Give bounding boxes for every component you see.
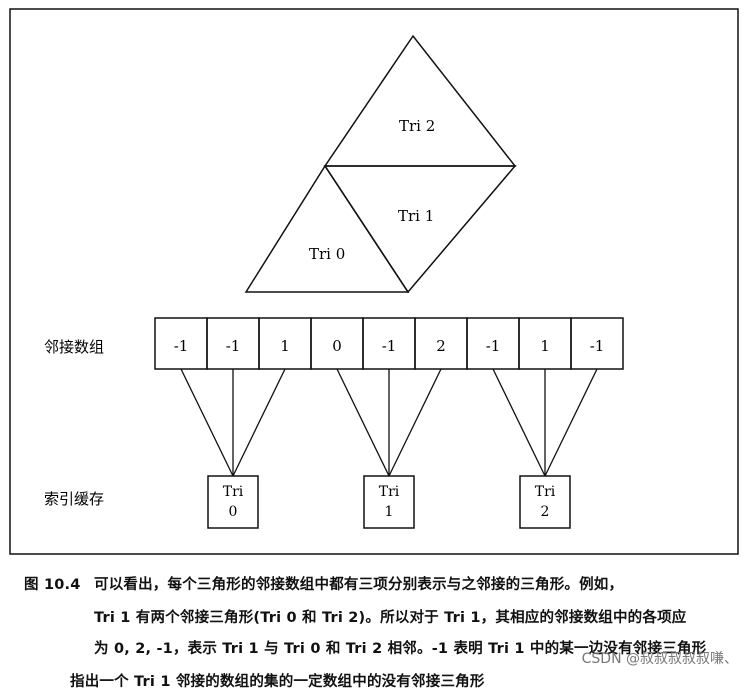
triangle-tri-1 — [323, 165, 517, 294]
index-buffer — [207, 475, 571, 529]
index-box-2 — [519, 475, 571, 529]
index-box-text: 0 — [229, 504, 238, 520]
figure-caption-label: 图 10.4 — [24, 577, 81, 593]
index-box-text: Tri — [223, 484, 244, 500]
index-box-text: Tri — [379, 484, 400, 500]
adjacency-value: 1 — [280, 337, 290, 355]
adjacency-value: 2 — [436, 337, 446, 355]
triangle-label-tri-2: Tri 2 — [399, 117, 435, 135]
adjacency-value: -1 — [174, 337, 189, 355]
adjacency-value: -1 — [486, 337, 501, 355]
index-box-text: Tri — [535, 484, 556, 500]
figure-caption-line: Tri 1 有两个邻接三角形(Tri 0 和 Tri 2)。所以对于 Tri 1… — [94, 610, 687, 626]
figure-diagram: Tri 2 Tri 1 Tri 0 邻接数组 -1 -1 1 0 -1 2 -1… — [9, 8, 739, 555]
figure-caption-line: 为 0, 2, -1，表示 Tri 1 与 Tri 0 和 Tri 2 相邻。-… — [94, 641, 707, 657]
triangle-mesh — [244, 34, 517, 294]
figure-frame — [9, 8, 739, 555]
index-box-1 — [363, 475, 415, 529]
triangle-label-tri-1: Tri 1 — [398, 207, 434, 225]
triangle-label-tri-0: Tri 0 — [309, 245, 345, 263]
figure-caption-line: 可以看出，每个三角形的邻接数组中都有三项分别表示与之邻接的三角形。例如， — [94, 577, 624, 593]
index-box-text: 2 — [541, 504, 550, 520]
index-buffer-label: 索引缓存 — [44, 490, 104, 508]
index-box-0 — [207, 475, 259, 529]
adjacency-value: -1 — [590, 337, 605, 355]
figure-caption-line: 指出一个 Tri 1 邻接的数组的集的一定数组中的没有邻接三角形 — [70, 674, 485, 690]
adjacency-array-label: 邻接数组 — [44, 338, 104, 356]
adjacency-value: -1 — [226, 337, 241, 355]
index-box-text: 1 — [385, 504, 394, 520]
adjacency-value: 0 — [332, 337, 342, 355]
triangle-tri-0 — [244, 164, 410, 293]
adjacency-value: 1 — [540, 337, 550, 355]
connector-lines — [180, 368, 598, 477]
csdn-watermark: CSDN @叔叔叔叔叔嗛、 — [581, 651, 738, 667]
triangle-tri-2 — [323, 34, 517, 167]
adjacency-value: -1 — [382, 337, 397, 355]
